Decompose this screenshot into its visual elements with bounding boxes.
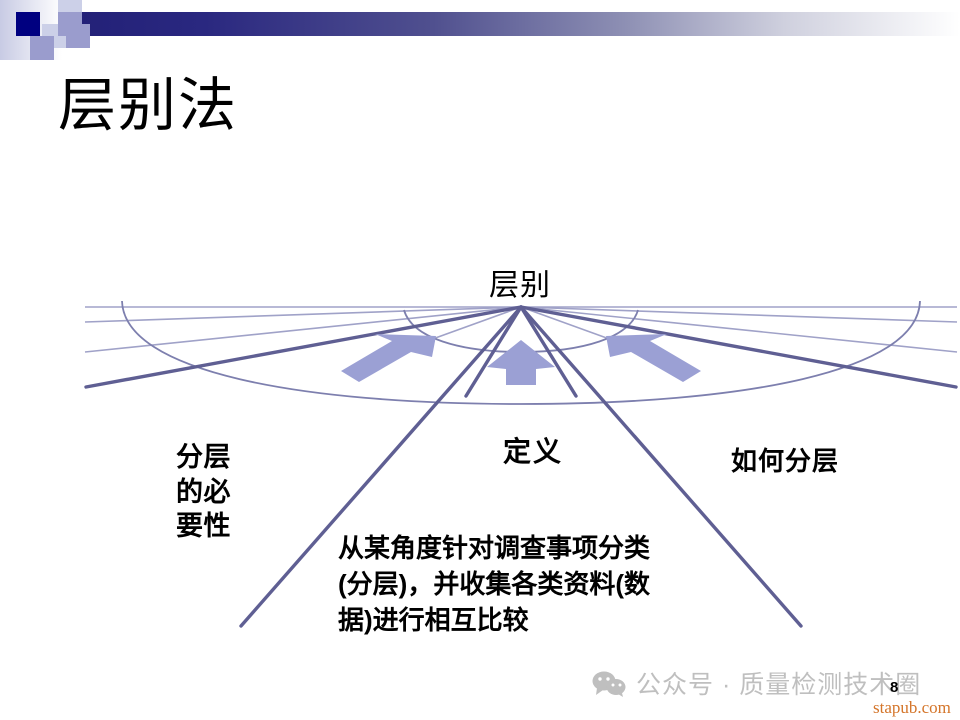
arrow-right (606, 334, 701, 382)
top-gradient-bar (82, 12, 960, 36)
page-number: 8 (890, 679, 899, 696)
thin-ray-5 (520, 306, 958, 323)
footer-watermark: 公众号 · 质量检测技术圈 (592, 665, 921, 701)
site-credit: stapub.com (873, 698, 951, 717)
branch-label-center: 定义 (503, 436, 564, 467)
thick-ray-center-left (464, 305, 523, 398)
arrow-left (341, 334, 436, 382)
thin-ray-6 (520, 306, 958, 353)
square-navy (16, 12, 40, 36)
arc-outer (121, 300, 921, 405)
thick-rays-group (84, 305, 958, 628)
branch-label-right: 如何分层 (731, 446, 840, 476)
thick-ray-left-lower (239, 305, 523, 628)
thick-ray-left-outer (84, 305, 523, 389)
top-decoration (0, 0, 960, 60)
diagram-body-text: 从某角度针对调查事项分类 (分层)，并收集各类资料(数 据)进行相互比较 (338, 533, 651, 635)
wechat-icon (592, 671, 626, 697)
thick-ray-right-lower (519, 305, 803, 628)
square-medium-lower2 (66, 24, 90, 48)
square-medium-lower (30, 36, 54, 60)
thin-ray-2 (84, 306, 522, 323)
diagram-apex-label: 层别 (489, 269, 551, 302)
branch-label-left: 分层 的必 要性 (176, 442, 231, 542)
arrows-group (341, 334, 701, 385)
watermark-text: 公众号 · 质量检测技术圈 (636, 671, 922, 699)
thin-ray-3 (84, 306, 522, 353)
thick-ray-right-outer (519, 305, 958, 389)
arrow-center (487, 340, 555, 385)
thin-rays-group (84, 306, 958, 353)
page-title: 层别法 (58, 73, 239, 138)
thick-ray-center-right (519, 305, 578, 398)
